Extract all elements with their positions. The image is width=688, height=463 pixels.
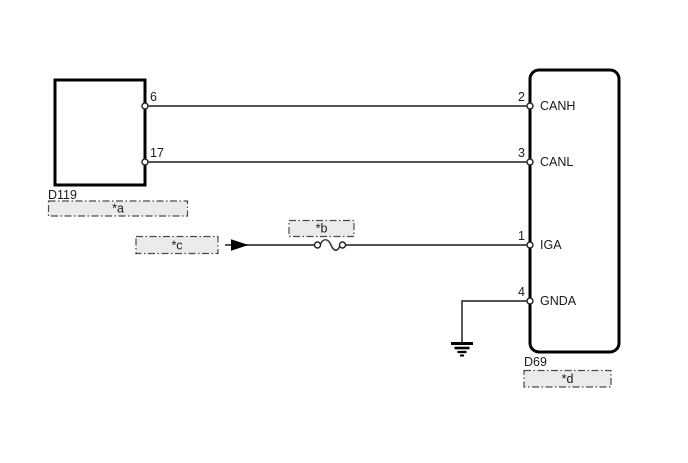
pin-number-17: 17 [150, 146, 164, 160]
ground-icon [451, 342, 473, 357]
component-d69-id: D69 [524, 355, 547, 369]
callout-box-a [47, 200, 189, 217]
component-d119-pin6-terminal [141, 102, 149, 110]
pin-number-1: 1 [518, 229, 525, 243]
component-d119: 6 17 D119 [48, 78, 164, 202]
fuse-icon [313, 238, 347, 252]
component-d69: 2 3 1 4 CANH CANL IGA GNDA D69 [518, 68, 621, 369]
fuse-terminal-left [313, 241, 322, 249]
signal-label-canh: CANH [540, 99, 575, 113]
pin-number-4: 4 [518, 285, 525, 299]
callout-label-b: *b [316, 222, 328, 236]
component-d69-pin1-terminal [526, 241, 534, 249]
callout-box-c [135, 235, 219, 255]
component-d119-pin17-terminal [141, 158, 149, 166]
fuse-terminal-right [338, 241, 347, 249]
pin-number-2: 2 [518, 90, 525, 104]
power-source-arrow-icon [231, 239, 249, 251]
callout-label-a: *a [112, 202, 124, 216]
component-d69-body [528, 68, 621, 354]
pin-number-6: 6 [150, 90, 157, 104]
callouts: *a *b *c *d [47, 200, 612, 388]
component-d69-pin4-terminal [526, 297, 534, 305]
callout-box-b [288, 219, 355, 238]
fuse-wave [319, 238, 342, 252]
signal-label-gnda: GNDA [540, 294, 577, 308]
pin-number-3: 3 [518, 146, 525, 160]
callout-box-d [523, 369, 612, 388]
component-d119-id: D119 [48, 188, 77, 202]
callout-label-c: *c [171, 239, 182, 253]
callout-label-d: *d [562, 372, 574, 386]
signal-label-iga: IGA [540, 238, 562, 252]
component-d69-pin2-terminal [526, 102, 534, 110]
component-d69-pin3-terminal [526, 158, 534, 166]
signal-label-canl: CANL [540, 155, 573, 169]
component-d119-body [53, 78, 147, 187]
